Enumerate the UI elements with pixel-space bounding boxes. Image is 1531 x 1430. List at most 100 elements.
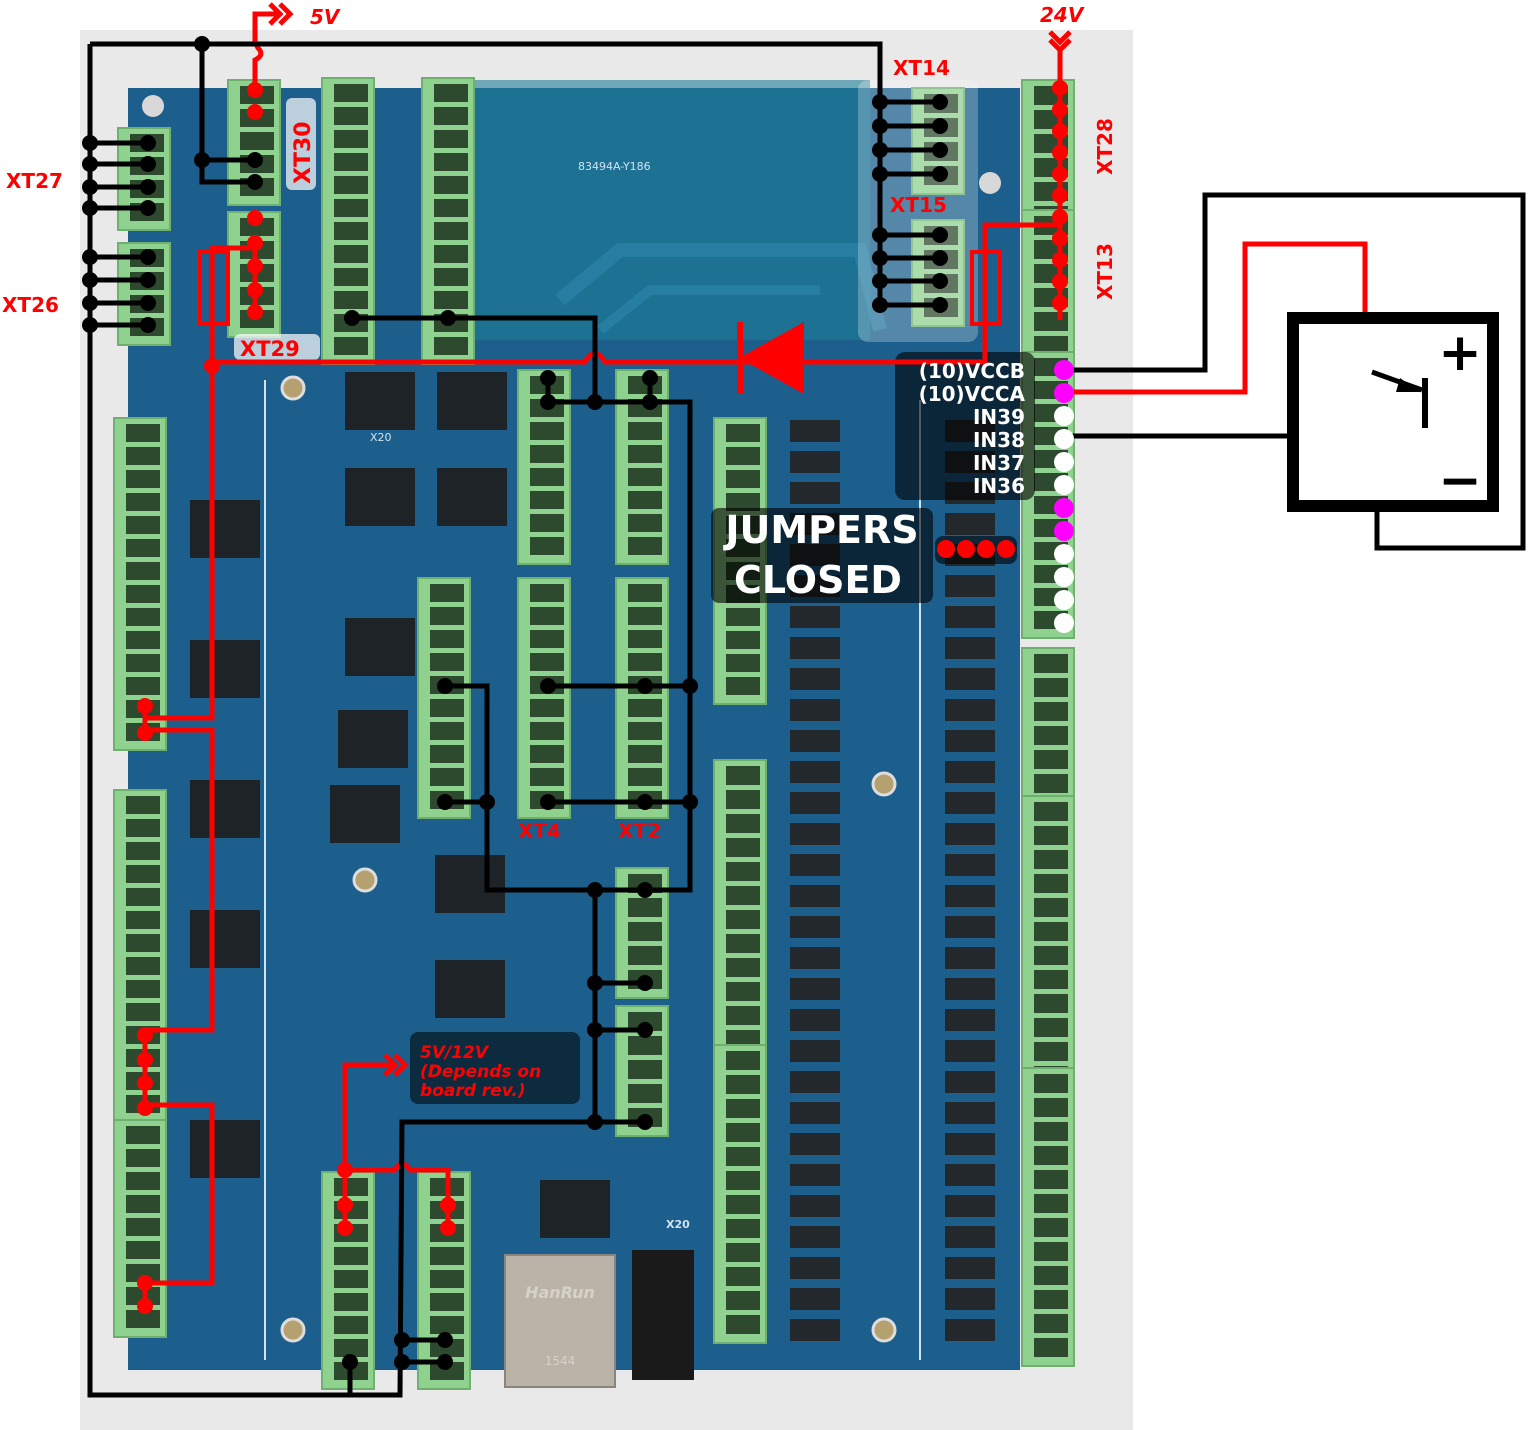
terminal-slot: [726, 424, 760, 442]
terminal-slot: [126, 470, 160, 488]
terminal-slot: [628, 745, 662, 763]
junction-dot-ground: [637, 1022, 653, 1038]
terminal-slot: [126, 516, 160, 534]
terminal-slot: [430, 584, 464, 602]
terminal-slot: [530, 607, 564, 625]
terminal-slot: [334, 1339, 368, 1357]
optocoupler: [790, 1226, 840, 1248]
optocoupler: [945, 854, 995, 876]
terminal-slot: [126, 654, 160, 672]
terminal-slot: [726, 982, 760, 1001]
junction-dot-power: [440, 1220, 456, 1236]
label-xt2: XT2: [618, 819, 661, 843]
terminal-slot: [126, 677, 160, 695]
junction-dot-power: [337, 1162, 353, 1178]
terminal-slot: [726, 1123, 760, 1142]
junction-dot-power: [137, 698, 153, 714]
junction-dot-ground: [140, 179, 156, 195]
junction-dot-ground: [637, 882, 653, 898]
pcb-top-plane: [470, 80, 870, 340]
rj45-brand: HanRun: [525, 1283, 595, 1302]
junction-dot-ground: [540, 678, 556, 694]
junction-dot-power: [247, 304, 263, 320]
optocoupler: [945, 1164, 995, 1186]
optocoupler: [945, 1257, 995, 1279]
junction-dot-power: [137, 1027, 153, 1043]
jumpers-label-box: [711, 508, 933, 603]
terminal-slot: [1034, 874, 1068, 893]
terminal-slot: [434, 84, 468, 102]
silk-dd7: X20: [370, 431, 392, 444]
pin-label-box: [895, 352, 1035, 500]
terminal-slot: [726, 1243, 760, 1262]
optocoupler: [790, 451, 840, 473]
terminal-slot: [430, 722, 464, 740]
terminal-slot: [1034, 678, 1068, 697]
pin-label-in39: IN39: [973, 405, 1025, 429]
optocoupler: [790, 1288, 840, 1310]
pin-dot-magenta: [1054, 521, 1074, 541]
terminal-slot: [126, 424, 160, 442]
ic-chip: [338, 710, 408, 768]
pin-dot-white: [1054, 567, 1074, 587]
optocoupler: [790, 761, 840, 783]
terminal-slot: [1034, 970, 1068, 989]
terminal-slot: [726, 838, 760, 857]
junction-dot-24v: [1052, 252, 1068, 268]
terminal-slot: [726, 766, 760, 785]
junction-dot-ground: [82, 272, 98, 288]
junction-dot-ground: [140, 295, 156, 311]
terminal-slot: [334, 291, 368, 309]
terminal-slot: [434, 268, 468, 286]
terminal-slot: [726, 1195, 760, 1214]
terminal-slot: [1034, 1146, 1068, 1165]
terminal-slot: [126, 1264, 160, 1282]
jumpers-label-2: CLOSED: [734, 558, 902, 602]
terminal-slot: [430, 1293, 464, 1311]
wire-left-side: [145, 362, 215, 1286]
terminal-slot: [726, 1147, 760, 1166]
xt14-xt15-highlight: [858, 80, 978, 342]
arrow-5v-icon: [268, 2, 294, 26]
terminal-slot: [430, 653, 464, 671]
terminal-slot: [726, 1006, 760, 1025]
pin-label-vccb: (10)VCCB: [919, 359, 1025, 383]
junction-dot-ground: [872, 118, 888, 134]
terminal-slot: [530, 653, 564, 671]
terminal-slot: [726, 654, 760, 672]
terminal-slot: [334, 153, 368, 171]
terminal-slot: [126, 796, 160, 814]
junction-dots: [82, 36, 1068, 1370]
optocoupler: [790, 854, 840, 876]
junction-dot-ground: [437, 678, 453, 694]
terminal-slot: [628, 898, 662, 917]
terminal-slot: [126, 1003, 160, 1021]
ic-chip: [345, 468, 415, 526]
terminal-slot: [1034, 1122, 1068, 1141]
junction-dot-ground: [872, 94, 888, 110]
terminal-slot: [726, 447, 760, 465]
terminal-slot: [726, 790, 760, 809]
pnp-sensor: + −: [1287, 312, 1499, 512]
terminal-slot: [1034, 994, 1068, 1013]
optocoupler: [790, 1319, 840, 1341]
junction-dot-24v: [1052, 209, 1068, 225]
optocoupler: [790, 978, 840, 1000]
jumper-group-box: [935, 536, 1017, 564]
ic-chip: [540, 1180, 610, 1238]
optocoupler: [945, 575, 995, 597]
junction-dot-power: [137, 725, 153, 741]
junction-dot-ground: [932, 142, 948, 158]
terminal-slot: [530, 468, 564, 486]
terminal-slot: [726, 862, 760, 881]
terminal-slot: [1034, 336, 1068, 355]
optocoupler: [945, 1133, 995, 1155]
optocoupler: [945, 1195, 995, 1217]
junction-dot-ground: [642, 370, 658, 386]
terminal-slot: [334, 337, 368, 355]
optocoupler: [790, 637, 840, 659]
terminal-slot: [430, 630, 464, 648]
arrow-vsel-icon: [383, 1053, 409, 1077]
optocoupler: [945, 606, 995, 628]
